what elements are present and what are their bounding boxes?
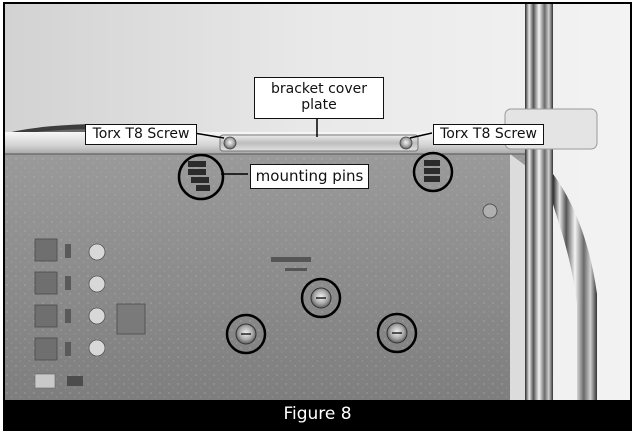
mac-pro-interior-photo: [5, 4, 630, 400]
callout-circle-left-pins: [177, 153, 225, 201]
mounting-pins-label: mounting pins: [250, 164, 369, 189]
leader-left-screw: [193, 132, 225, 139]
torx-t8-screw-label-left: Torx T8 Screw: [85, 124, 197, 145]
callout-circle-left-screw: [225, 313, 267, 355]
mounting-pins-right: [424, 160, 440, 182]
callout-circle-center-screw: [300, 277, 342, 319]
leader-right-screw: [409, 132, 433, 139]
bracket-cover-plate-label: bracket cover plate: [254, 77, 384, 119]
torx-t8-screw-label-right: Torx T8 Screw: [433, 124, 544, 145]
capacitor-bank: [34, 238, 58, 361]
mounting-pins-left: [188, 161, 210, 191]
figure-caption: Figure 8: [5, 400, 630, 429]
callout-circle-right-pins: [412, 151, 454, 193]
figure-frame: Torx T8 Screw Torx T8 Screw bracket cove…: [3, 2, 632, 431]
callout-circle-right-screw: [376, 312, 418, 354]
